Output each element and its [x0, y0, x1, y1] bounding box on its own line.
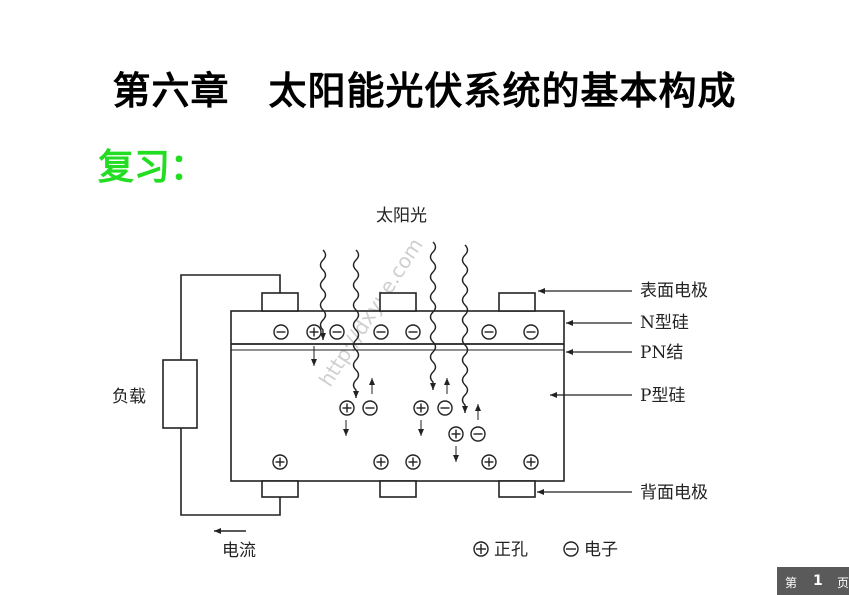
hole-symbol	[523, 454, 539, 470]
load-label: 负载	[112, 387, 146, 407]
pn-junction-label: PN结	[640, 343, 683, 363]
sunlight-ray	[429, 241, 437, 390]
page-number: 1	[813, 573, 823, 589]
sunlight-ray	[352, 249, 360, 398]
n-silicon-label: N型硅	[640, 313, 689, 333]
page-number-badge: 第 1 页	[777, 567, 849, 595]
hole-symbol	[272, 454, 288, 470]
surface-electrode-2	[379, 292, 417, 312]
review-heading: 复习：	[98, 147, 207, 188]
legend-electron-icon	[563, 541, 579, 557]
label-pointers	[537, 288, 632, 495]
sunlight-ray	[319, 249, 327, 340]
solar-cell	[230, 292, 565, 498]
current-label: 电流	[222, 541, 256, 561]
charge-carriers	[272, 324, 539, 470]
hole-symbol	[448, 426, 464, 442]
external-circuit	[162, 274, 281, 534]
back-electrode-1	[261, 480, 299, 498]
hole-symbol	[405, 454, 421, 470]
legend-hole-icon	[473, 541, 489, 557]
electron-symbol	[373, 324, 389, 340]
wire-bottom	[180, 428, 281, 516]
wire-top	[180, 274, 281, 360]
surface-electrode-label: 表面电极	[640, 281, 708, 301]
electron-symbol	[362, 400, 378, 416]
sunlight-rays	[319, 241, 469, 413]
p-silicon-label: P型硅	[640, 386, 685, 406]
back-electrode-label: 背面电极	[640, 483, 708, 503]
surface-electrode-1	[261, 292, 299, 312]
hole-symbol	[413, 400, 429, 416]
sunlight-ray	[461, 244, 469, 413]
sunlight-label: 太阳光	[376, 206, 427, 226]
hole-symbol	[306, 324, 322, 340]
legend: 正孔 电子	[473, 540, 618, 560]
hole-symbol	[481, 454, 497, 470]
hole-symbol	[339, 400, 355, 416]
electron-symbol	[437, 400, 453, 416]
electron-symbol	[273, 324, 289, 340]
legend-electron-label: 电子	[584, 540, 618, 560]
page-title: 第六章 太阳能光伏系统的基本构成	[112, 69, 737, 113]
electron-symbol	[470, 426, 486, 442]
electron-symbol	[481, 324, 497, 340]
hole-symbol	[373, 454, 389, 470]
carrier-motion-arrows	[311, 346, 481, 462]
legend-hole-label: 正孔	[494, 540, 528, 560]
electron-symbol	[405, 324, 421, 340]
load-resistor	[162, 359, 198, 429]
electron-symbol	[329, 324, 345, 340]
page-prefix: 第	[785, 576, 798, 590]
watermark: http://dxyue.com	[314, 234, 428, 391]
electron-symbol	[523, 324, 539, 340]
page-suffix: 页	[837, 576, 849, 590]
surface-electrode-3	[498, 292, 536, 312]
back-electrode-2	[379, 480, 417, 498]
back-electrode-3	[498, 480, 536, 498]
